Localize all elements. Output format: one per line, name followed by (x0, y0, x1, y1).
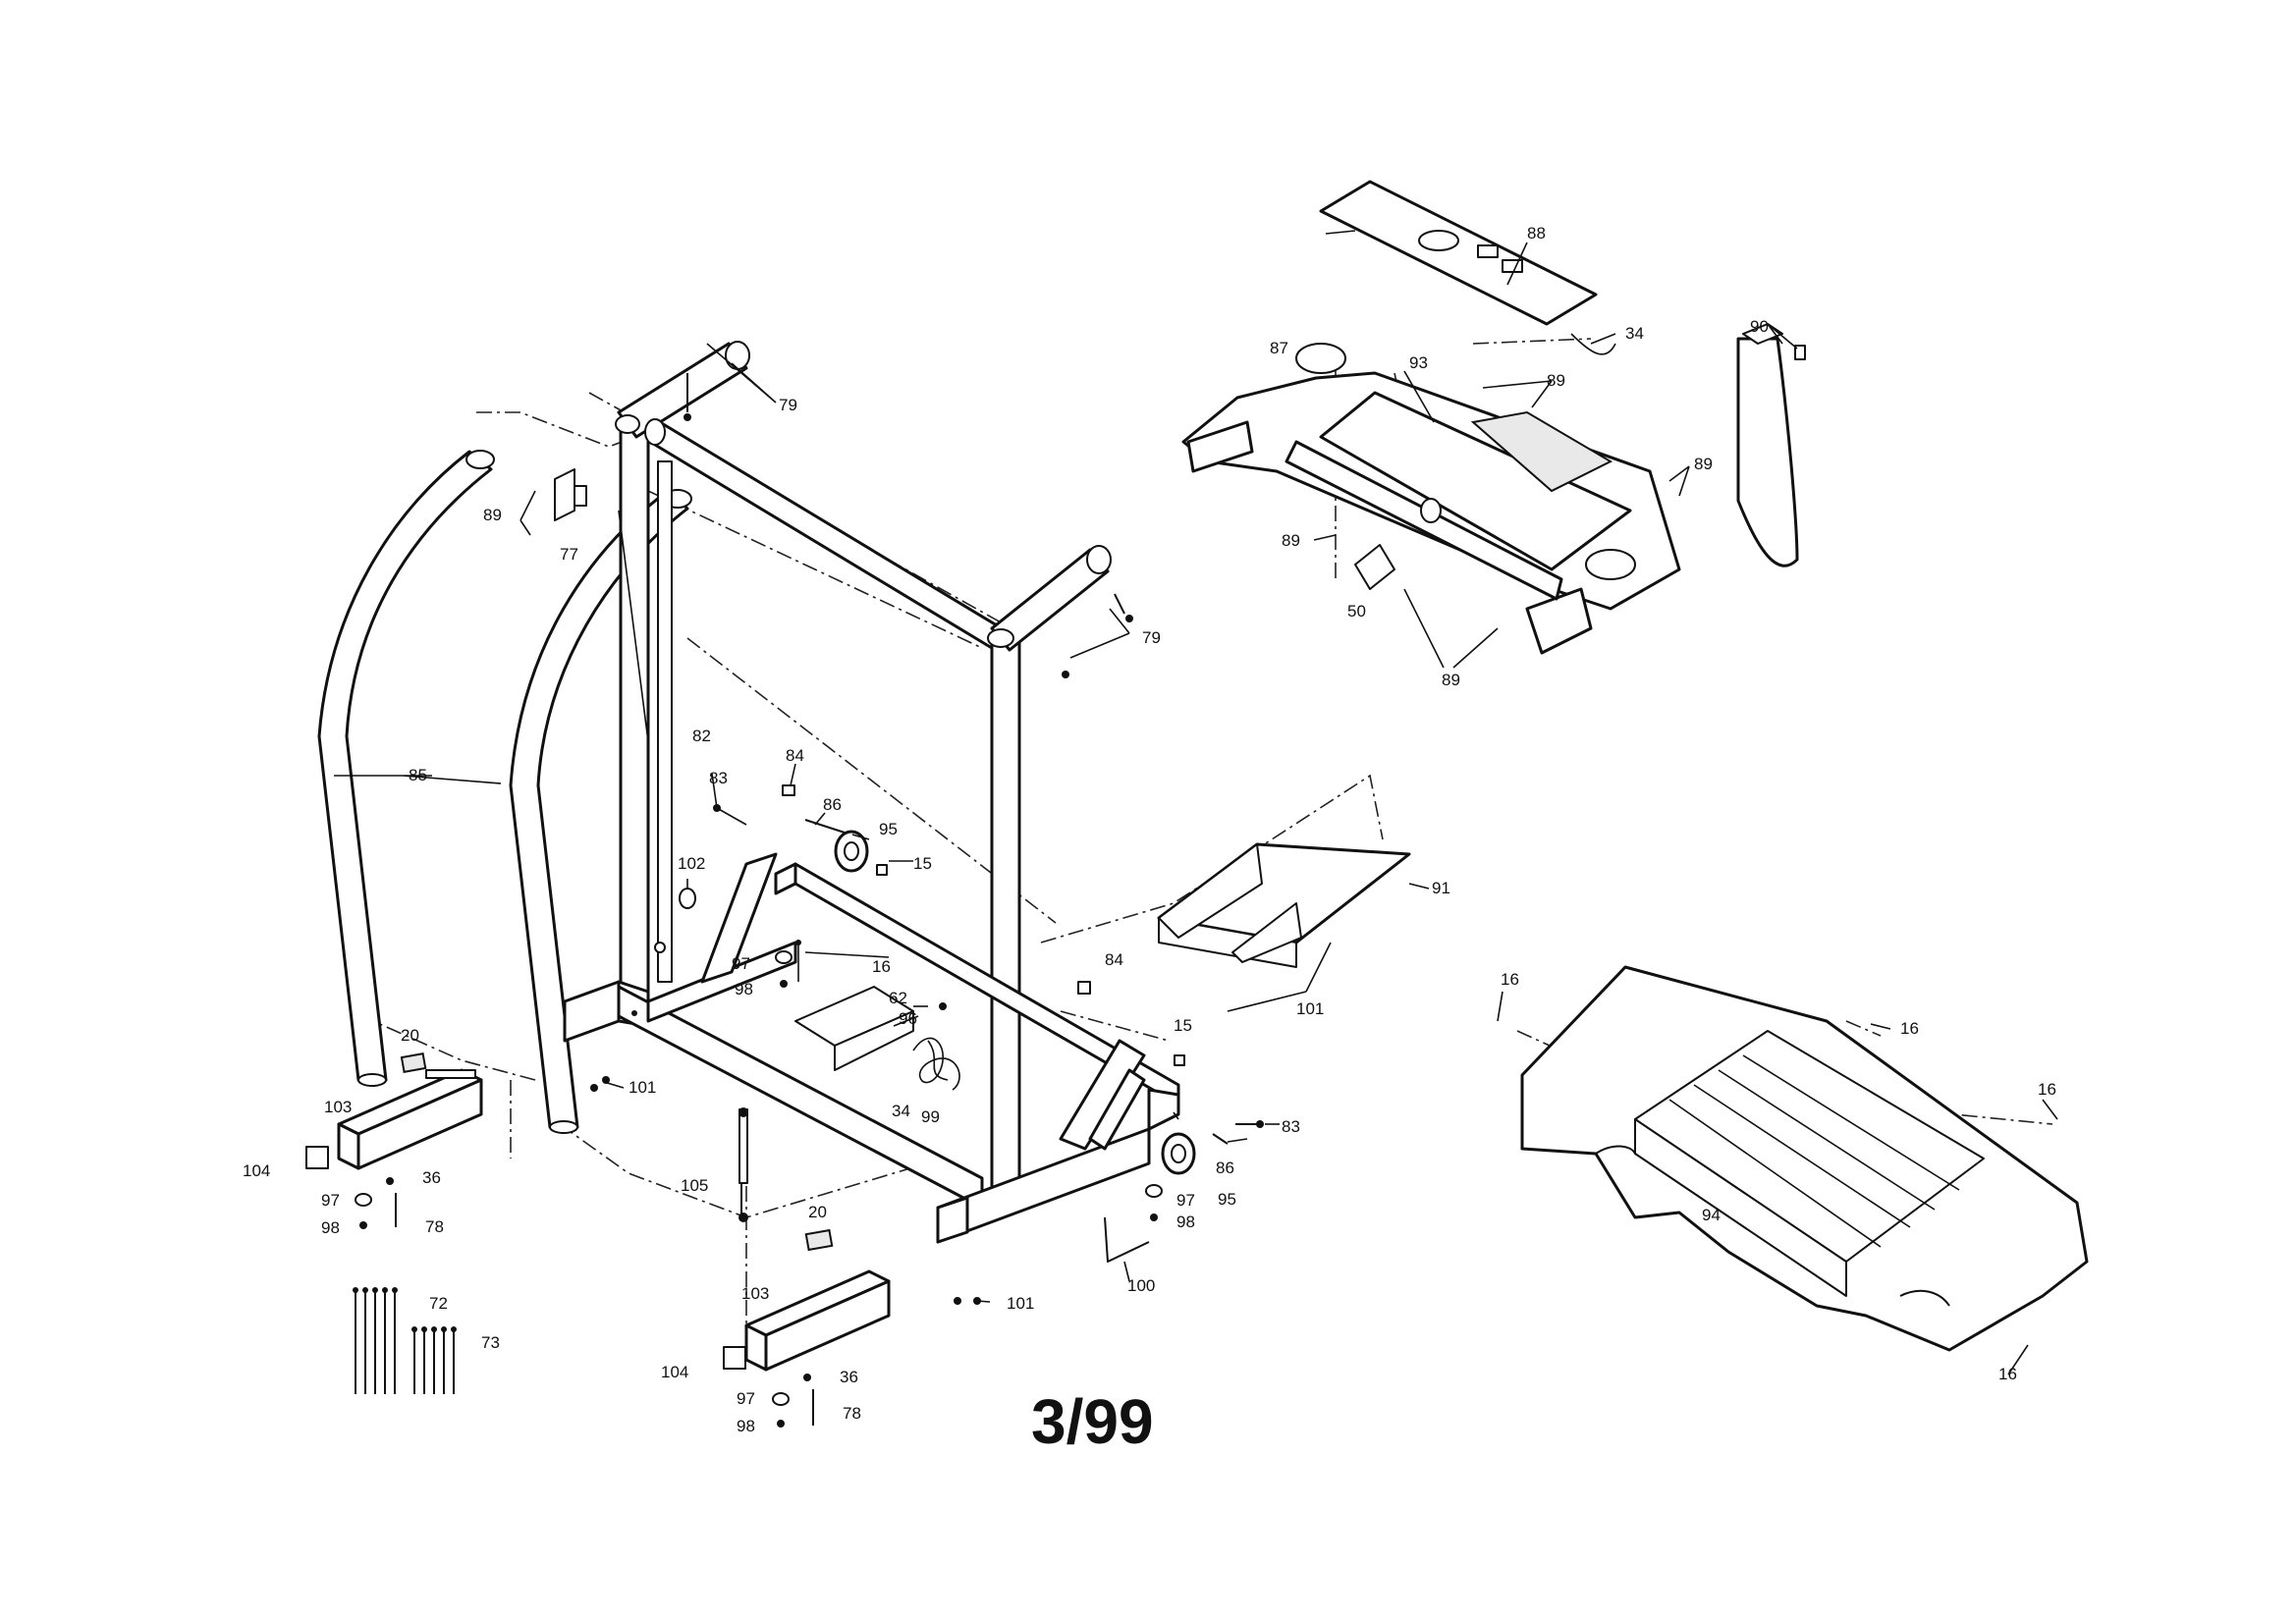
label-103-right: 103 (741, 1284, 769, 1303)
label-103-left: 103 (324, 1098, 352, 1116)
label-79-upper: 79 (779, 396, 797, 414)
wheel-upper (834, 830, 869, 873)
label-99: 99 (921, 1107, 940, 1126)
console-overlay (1319, 180, 1616, 355)
label-20-left: 20 (401, 1026, 419, 1045)
label-104-left: 104 (243, 1161, 270, 1180)
label-82: 82 (692, 727, 711, 745)
wire-harness (912, 1002, 960, 1091)
label-16-upper: 16 (872, 957, 891, 976)
label-16-hood-top: 16 (1900, 1019, 1919, 1038)
label-34-upper: 34 (1625, 324, 1644, 343)
label-100: 100 (1127, 1276, 1155, 1295)
label-20-right: 20 (808, 1203, 827, 1221)
label-97-left: 97 (321, 1191, 340, 1210)
bolt-set (353, 1287, 457, 1394)
motor-tray (1157, 842, 1411, 968)
label-86-lower: 86 (1216, 1159, 1234, 1177)
label-50: 50 (1347, 602, 1366, 620)
label-84-upper: 84 (786, 746, 804, 765)
label-84-lower: 84 (1105, 950, 1123, 969)
leader-lines (334, 230, 2058, 1375)
label-95-upper: 95 (879, 820, 898, 838)
label-77: 77 (560, 545, 578, 564)
part-labels: 79 79 89 77 82 85 83 84 86 95 15 102 97 … (243, 224, 2056, 1435)
label-16-hood-right: 16 (2038, 1080, 2056, 1099)
label-16-hood-bottom: 16 (1998, 1365, 2017, 1383)
label-89-bottom: 89 (1442, 671, 1460, 689)
safety-key (1736, 323, 1806, 567)
label-79-lower: 79 (1142, 628, 1161, 647)
label-15-lower: 15 (1174, 1016, 1192, 1035)
base-sleeve-right (723, 1269, 891, 1428)
label-89-left: 89 (483, 506, 502, 524)
label-98-right-lower: 98 (737, 1417, 755, 1435)
label-34-lower: 34 (892, 1102, 910, 1120)
label-90: 90 (1750, 317, 1769, 336)
label-101-right: 101 (1007, 1294, 1034, 1313)
label-15-upper: 15 (913, 854, 932, 873)
label-95-lower: 95 (1218, 1190, 1236, 1209)
label-36-right: 36 (840, 1368, 858, 1386)
label-105: 105 (681, 1176, 708, 1195)
label-101-left: 101 (629, 1078, 656, 1097)
base-sleeve-left (305, 1068, 483, 1229)
wheel-lower (1161, 1132, 1196, 1175)
label-16-hood-left: 16 (1501, 970, 1519, 989)
upright-frame (563, 341, 1180, 1244)
label-101-middle: 101 (1296, 999, 1324, 1018)
label-91: 91 (1432, 879, 1450, 897)
label-98-right: 98 (1176, 1213, 1195, 1231)
label-97-upper: 97 (732, 954, 750, 973)
label-62: 62 (889, 989, 907, 1007)
label-89-upper: 89 (1547, 371, 1565, 390)
label-97-right: 97 (1176, 1191, 1195, 1210)
label-78-right: 78 (843, 1404, 861, 1423)
label-36-left: 36 (422, 1168, 441, 1187)
label-104-right: 104 (661, 1363, 688, 1381)
handrail-tube-left (317, 450, 495, 1087)
label-93: 93 (1409, 353, 1428, 372)
label-72: 72 (429, 1294, 448, 1313)
label-94: 94 (1702, 1206, 1721, 1224)
label-98-upper: 98 (735, 980, 753, 998)
label-83-lower: 83 (1282, 1117, 1300, 1136)
console-base (1181, 343, 1681, 655)
date-code: 3/99 (1031, 1386, 1154, 1457)
label-85: 85 (409, 766, 427, 784)
motor-hood (1520, 965, 2089, 1352)
label-97-right-lower: 97 (737, 1389, 755, 1408)
label-89-right: 89 (1694, 455, 1713, 473)
hardware (400, 373, 1264, 1305)
label-89-mid: 89 (1282, 531, 1300, 550)
label-83-upper: 83 (709, 769, 728, 787)
label-102: 102 (678, 854, 705, 873)
label-98-left: 98 (321, 1218, 340, 1237)
label-87: 87 (1270, 339, 1288, 357)
label-88: 88 (1527, 224, 1546, 243)
label-96: 96 (899, 1009, 917, 1028)
label-73: 73 (481, 1333, 500, 1352)
label-86-upper: 86 (823, 795, 842, 814)
label-78-left: 78 (425, 1217, 444, 1236)
